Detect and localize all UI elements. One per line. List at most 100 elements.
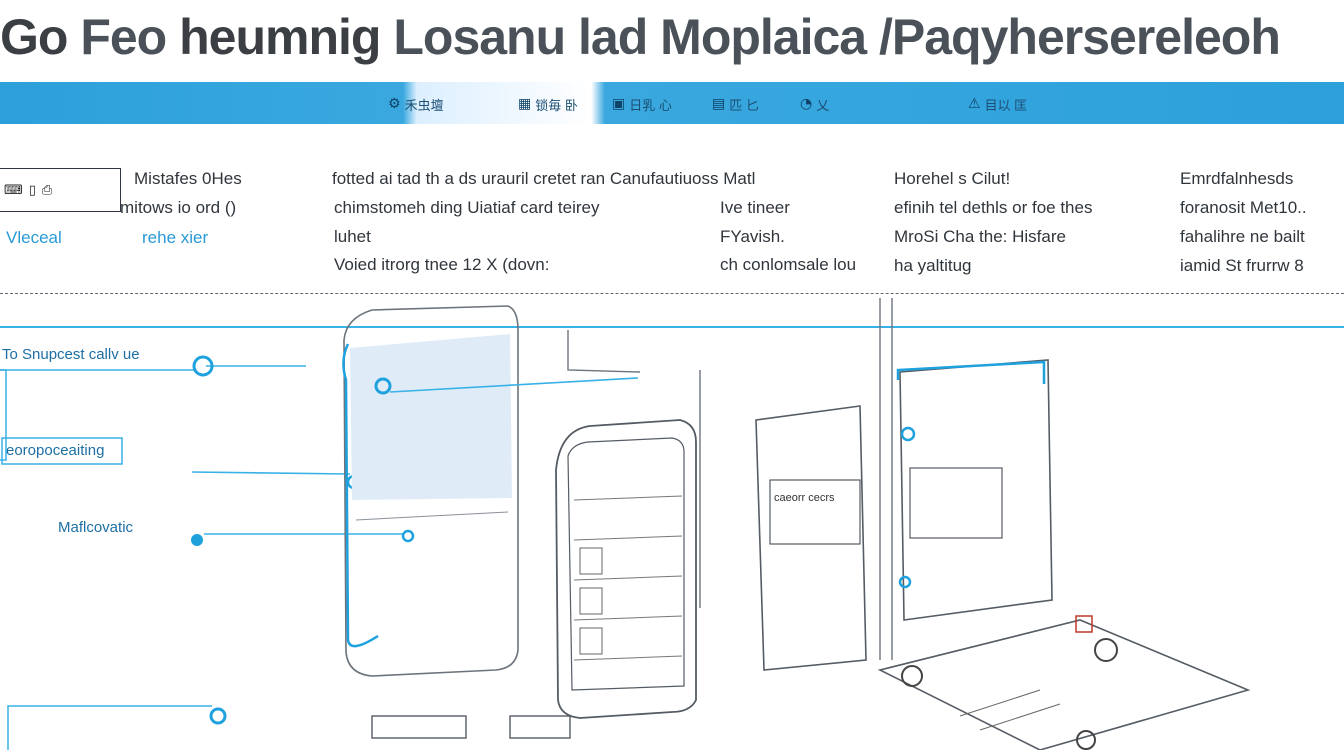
info-col-2g: ch conlomsale lou xyxy=(720,250,856,279)
title-part-1: Go xyxy=(0,9,81,65)
info-col-3: Horehel s Cilut! efinih tel dethls or fo… xyxy=(894,164,1092,280)
phone-row xyxy=(573,575,683,581)
band-item-6[interactable]: ⚠ 目以 匡 xyxy=(968,93,1027,115)
info-text: chimstomeh ding Uiatiaf card teirey xyxy=(334,198,600,217)
divider-dashed xyxy=(0,293,1344,294)
info-col-1d: rehe xier xyxy=(142,223,208,252)
info-col-2b: chimstomeh ding Uiatiaf card teirey xyxy=(334,193,600,222)
monitor-card xyxy=(769,479,861,545)
band-item-label: 锁毎 卧 xyxy=(535,97,578,113)
info-col-2f: Voied itrorg tnee 12 X (dovn: xyxy=(334,250,549,279)
tablet-dot xyxy=(374,377,392,395)
info-col-2c: Ive tineer xyxy=(720,193,790,222)
tablet-divider xyxy=(355,511,509,521)
display-dot xyxy=(900,426,916,442)
phone-row xyxy=(573,655,683,661)
info-text: efinih tel dethls or foe thes xyxy=(894,198,1093,217)
callout-dot-c xyxy=(191,534,203,546)
callout-dot-c2 xyxy=(401,529,415,543)
band-item-label: 匹 匕 xyxy=(729,97,759,113)
info-text: mitows io ord () xyxy=(120,198,237,217)
slot-1 xyxy=(371,715,467,739)
printer-icon: ⎙ xyxy=(41,182,53,198)
info-col-2e: FYavish. xyxy=(720,222,785,251)
keyboard-knob xyxy=(1094,638,1118,662)
keyboard-row xyxy=(959,689,1041,717)
divider-blue xyxy=(0,326,1344,328)
screen-card-text: caeorr cecrs xyxy=(774,492,835,504)
slot-2 xyxy=(509,715,571,739)
info-text: foranosit Met10.. xyxy=(1180,198,1307,217)
info-text: luhet xyxy=(334,227,371,246)
info-text: fahalihre ne bailt xyxy=(1180,227,1305,246)
phone-screen xyxy=(567,437,685,691)
callout-dot-a xyxy=(192,355,214,377)
tablet-screen xyxy=(350,334,512,500)
band-item-3[interactable]: ▣ 日乳 心 xyxy=(612,93,672,115)
display-frame xyxy=(899,359,1053,621)
info-col-1b: mitows io ord () xyxy=(120,193,236,222)
phone-row xyxy=(573,615,683,621)
info-col-2: fotted ai tad th a ds urauril cretet ran… xyxy=(332,164,755,193)
callout-bottom-frame xyxy=(7,705,212,750)
info-col-4: Emrdfalnhesds foranosit Met10.. fahalihr… xyxy=(1180,164,1307,280)
info-text: rehe xier xyxy=(142,228,209,247)
info-col-2d: luhet xyxy=(334,222,371,251)
tablet-icon: ▯ xyxy=(28,182,36,198)
band-item-2[interactable]: ▦ 锁毎 卧 xyxy=(518,93,578,115)
info-text: Voied itrorg tnee 12 X (dovn: xyxy=(334,255,550,274)
info-text: iamid St frurrw 8 xyxy=(1180,256,1304,275)
info-text: Horehel s Cilut! xyxy=(894,169,1011,188)
page-title: Go Feo heumnig Losanu lad Moplaica /Paqy… xyxy=(0,4,1344,70)
phone-body xyxy=(555,419,697,719)
tablet-body xyxy=(343,305,519,677)
band-item-5[interactable]: ◔ 乂 xyxy=(800,93,829,115)
doc-icon: ▤ xyxy=(712,96,726,112)
gear-icon: ⚙ xyxy=(388,96,401,112)
tool-box[interactable]: ⌨ ▯ ⎙ xyxy=(0,168,121,212)
band-item-label: 乂 xyxy=(816,97,830,113)
phone-row xyxy=(573,535,683,541)
info-text: ch conlomsale lou xyxy=(720,255,857,274)
callout-box-b xyxy=(1,437,123,465)
phone-item xyxy=(579,587,603,615)
bell-icon: ◔ xyxy=(800,96,813,112)
warn-icon: ⚠ xyxy=(968,96,981,112)
grid-icon: ▦ xyxy=(518,96,532,112)
display-panel xyxy=(909,467,1003,539)
tablet-blue-edge xyxy=(342,343,379,648)
tablet-leader xyxy=(389,377,639,393)
info-col-1a: Mistafes 0Hes xyxy=(134,164,242,193)
keyboard-icon: ⌨ xyxy=(4,182,23,198)
callout-label-a: To Snupcest callv ue xyxy=(2,346,140,363)
info-text: ha yaltitug xyxy=(894,256,972,275)
info-text: Ive tineer xyxy=(720,198,790,217)
monitor-body xyxy=(755,405,867,671)
band-item-label: 目以 匡 xyxy=(984,97,1028,113)
title-part-4: Losanu lad Moplaica /Paqyhersereleoh xyxy=(393,9,1281,65)
keyboard-key xyxy=(1075,615,1093,633)
keyboard-knob xyxy=(901,665,923,687)
leader-line-b xyxy=(191,471,351,475)
callout-dot-d xyxy=(209,707,227,725)
info-text: fotted ai tad th a ds urauril cretet ran… xyxy=(332,169,756,188)
band-item-4[interactable]: ▤ 匹 匕 xyxy=(712,93,759,115)
phone-row xyxy=(573,495,683,501)
info-text: FYavish. xyxy=(720,227,785,246)
info-text: Emrdfalnhesds xyxy=(1180,169,1294,188)
title-part-2: Feo xyxy=(80,9,167,65)
keyboard-base xyxy=(877,619,1251,750)
band-item-label: 日乳 心 xyxy=(629,97,672,113)
info-text: MroSi Cha the: Hisfare xyxy=(894,227,1066,246)
info-text: Vleceal xyxy=(6,228,62,247)
band-item-1[interactable]: ⚙ 禾虫壇 xyxy=(388,93,444,115)
title-part-3: heumnig xyxy=(166,9,381,65)
phone-item xyxy=(579,547,603,575)
toolbar-band xyxy=(0,82,1344,124)
display-blue-edge xyxy=(896,360,1046,384)
callout-label-b: eoropoceaiting xyxy=(6,442,105,459)
info-text: Mistafes 0Hes xyxy=(134,169,242,188)
frame-icon: ▣ xyxy=(612,96,626,112)
phone-item xyxy=(579,627,603,655)
